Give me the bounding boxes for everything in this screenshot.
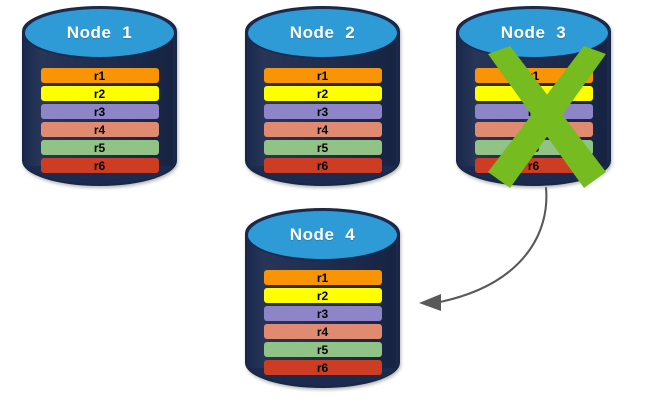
row-bar-r5[interactable]: r5: [263, 140, 382, 155]
row-bar-r2[interactable]: r2: [474, 86, 593, 101]
row-bar-r6[interactable]: r6: [40, 158, 159, 173]
row-bar-r5[interactable]: r5: [40, 140, 159, 155]
row-label: r6: [316, 158, 329, 173]
row-bar-r3[interactable]: r3: [474, 104, 593, 119]
row-label: r6: [316, 360, 329, 375]
node-label: Node 2: [289, 23, 356, 42]
row-label: r2: [316, 86, 329, 101]
row-label: r1: [316, 68, 329, 83]
row-label: r5: [93, 140, 106, 155]
row-label: r4: [527, 122, 540, 137]
row-label: r5: [527, 140, 540, 155]
row-bar-r3[interactable]: r3: [263, 104, 382, 119]
node-label: Node 4: [289, 225, 356, 244]
row-label: r5: [316, 342, 329, 357]
node-rows-list: r1 r2 r3 r4 r5 r6: [22, 68, 177, 173]
node-rows-list: r1 r2 r3 r4 r5 r6: [245, 68, 400, 173]
row-bar-r1[interactable]: r1: [474, 68, 593, 83]
node-cylinder-node1[interactable]: Node 1 r1 r2 r3 r4 r5 r6: [22, 6, 177, 186]
row-bar-r4[interactable]: r4: [40, 122, 159, 137]
row-bar-r4[interactable]: r4: [474, 122, 593, 137]
node-label: Node 3: [500, 23, 567, 42]
row-bar-r3[interactable]: r3: [263, 306, 382, 321]
node-cylinder-node2[interactable]: Node 2 r1 r2 r3 r4 r5 r6: [245, 6, 400, 186]
row-bar-r6[interactable]: r6: [474, 158, 593, 173]
row-bar-r2[interactable]: r2: [263, 288, 382, 303]
row-bar-r1[interactable]: r1: [40, 68, 159, 83]
row-bar-r5[interactable]: r5: [263, 342, 382, 357]
row-label: r5: [316, 140, 329, 155]
cylinder-top-ellipse: Node 2: [246, 7, 399, 59]
row-label: r1: [316, 270, 329, 285]
row-bar-r2[interactable]: r2: [40, 86, 159, 101]
cylinder-top-ellipse: Node 3: [457, 7, 610, 59]
row-label: r1: [527, 68, 540, 83]
row-label: r6: [527, 158, 540, 173]
row-bar-r4[interactable]: r4: [263, 122, 382, 137]
row-label: r3: [316, 306, 329, 321]
cylinder-top-ellipse: Node 4: [246, 209, 399, 261]
row-bar-r6[interactable]: r6: [263, 158, 382, 173]
row-label: r2: [527, 86, 540, 101]
row-bar-r2[interactable]: r2: [263, 86, 382, 101]
node-rows-list: r1 r2 r3 r4 r5 r6: [456, 68, 611, 173]
row-label: r4: [316, 122, 329, 137]
row-bar-r4[interactable]: r4: [263, 324, 382, 339]
row-label: r3: [93, 104, 106, 119]
row-bar-r6[interactable]: r6: [263, 360, 382, 375]
row-bar-r1[interactable]: r1: [263, 68, 382, 83]
row-label: r2: [316, 288, 329, 303]
row-label: r2: [93, 86, 106, 101]
row-label: r3: [527, 104, 540, 119]
row-label: r4: [316, 324, 329, 339]
node-rows-list: r1 r2 r3 r4 r5 r6: [245, 270, 400, 375]
row-label: r3: [316, 104, 329, 119]
node-cylinder-node4[interactable]: Node 4 r1 r2 r3 r4 r5 r6: [245, 208, 400, 388]
row-label: r6: [93, 158, 106, 173]
node-cylinder-node3[interactable]: Node 3 r1 r2 r3 r4 r5 r6: [456, 6, 611, 186]
node-label: Node 1: [66, 23, 133, 42]
row-label: r1: [93, 68, 106, 83]
row-label: r4: [93, 122, 106, 137]
connector-arrow-node3-to-node4: [419, 186, 548, 311]
row-bar-r1[interactable]: r1: [263, 270, 382, 285]
cylinder-top-ellipse: Node 1: [23, 7, 176, 59]
row-bar-r5[interactable]: r5: [474, 140, 593, 155]
row-bar-r3[interactable]: r3: [40, 104, 159, 119]
